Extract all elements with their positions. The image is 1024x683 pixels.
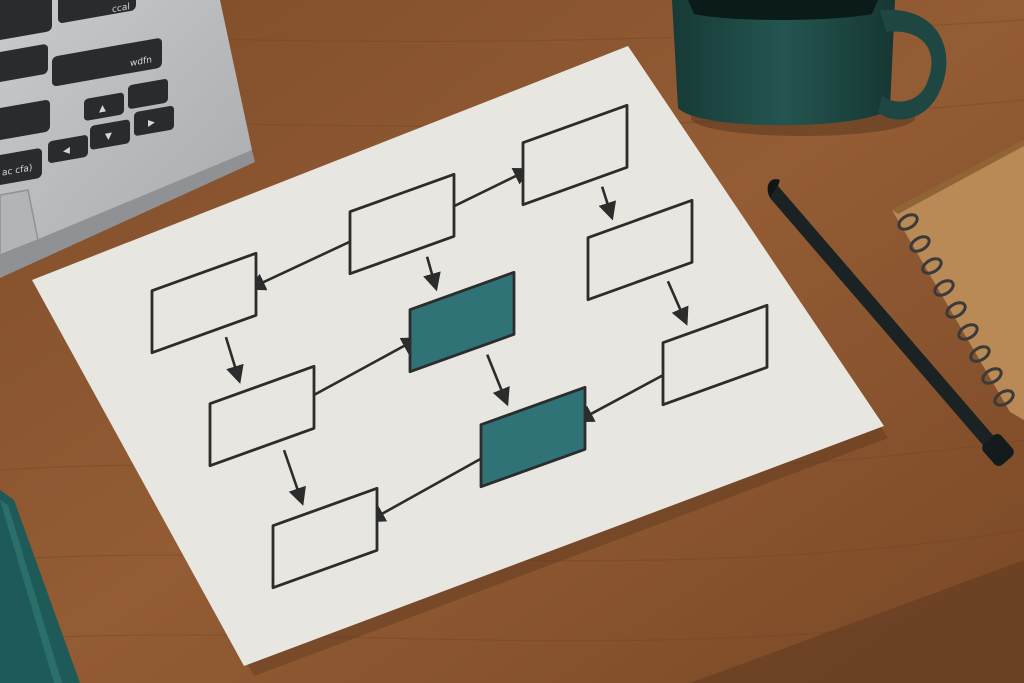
- coffee-mug: [672, 0, 947, 136]
- laptop-key[interactable]: [0, 44, 48, 84]
- keyboard: ccal wdfn ac cfa) ▲ ◀ ▼ ▶: [0, 0, 174, 187]
- flow-arrow: [423, 256, 441, 292]
- flow-box: [208, 364, 316, 468]
- flowchart: [150, 103, 769, 590]
- laptop-key[interactable]: [48, 134, 88, 163]
- flow-arrow: [486, 354, 510, 407]
- desk-edge: [690, 560, 1024, 683]
- arrow-up-icon: ▲: [99, 103, 106, 114]
- flow-box-highlighted: [479, 385, 587, 489]
- flow-arrow: [224, 336, 244, 384]
- laptop-key[interactable]: [0, 99, 50, 142]
- laptop-key[interactable]: [0, 0, 52, 42]
- laptop-key[interactable]: [52, 37, 162, 87]
- laptop-key[interactable]: [84, 92, 124, 121]
- teal-book: [0, 490, 80, 683]
- laptop-key[interactable]: [90, 119, 130, 150]
- flow-arrow: [575, 369, 672, 423]
- laptop-key[interactable]: [128, 78, 168, 109]
- flow-arrow: [304, 337, 420, 401]
- flow-arrow: [666, 280, 689, 326]
- flow-box: [586, 198, 694, 302]
- trackpad[interactable]: [0, 189, 39, 256]
- mug-handle: [878, 9, 947, 120]
- flow-box: [150, 251, 258, 355]
- laptop-key[interactable]: [0, 148, 42, 187]
- arrow-right-icon: ▶: [148, 118, 155, 129]
- flow-box: [271, 486, 379, 590]
- flow-box: [661, 303, 769, 407]
- notebook-spiral: [897, 213, 1015, 407]
- arrow-down-icon: ▼: [105, 131, 112, 142]
- flow-box: [348, 172, 456, 276]
- pen[interactable]: [767, 179, 1017, 468]
- flow-arrow: [247, 237, 358, 291]
- spiral-notebook: [892, 140, 1024, 420]
- flow-arrow: [366, 452, 491, 523]
- key-label: ccal: [112, 2, 130, 15]
- laptop-key[interactable]: [134, 105, 174, 136]
- laptop-key[interactable]: [58, 0, 136, 24]
- flow-box: [521, 103, 629, 207]
- arrow-left-icon: ◀: [63, 146, 70, 157]
- flow-box-highlighted: [408, 270, 516, 374]
- laptop: ccal wdfn ac cfa) ▲ ◀ ▼ ▶: [0, 0, 255, 278]
- flow-arrow: [282, 449, 306, 506]
- flow-arrow: [446, 168, 532, 211]
- key-label: wdfn: [130, 55, 152, 69]
- flow-arrow: [598, 186, 617, 221]
